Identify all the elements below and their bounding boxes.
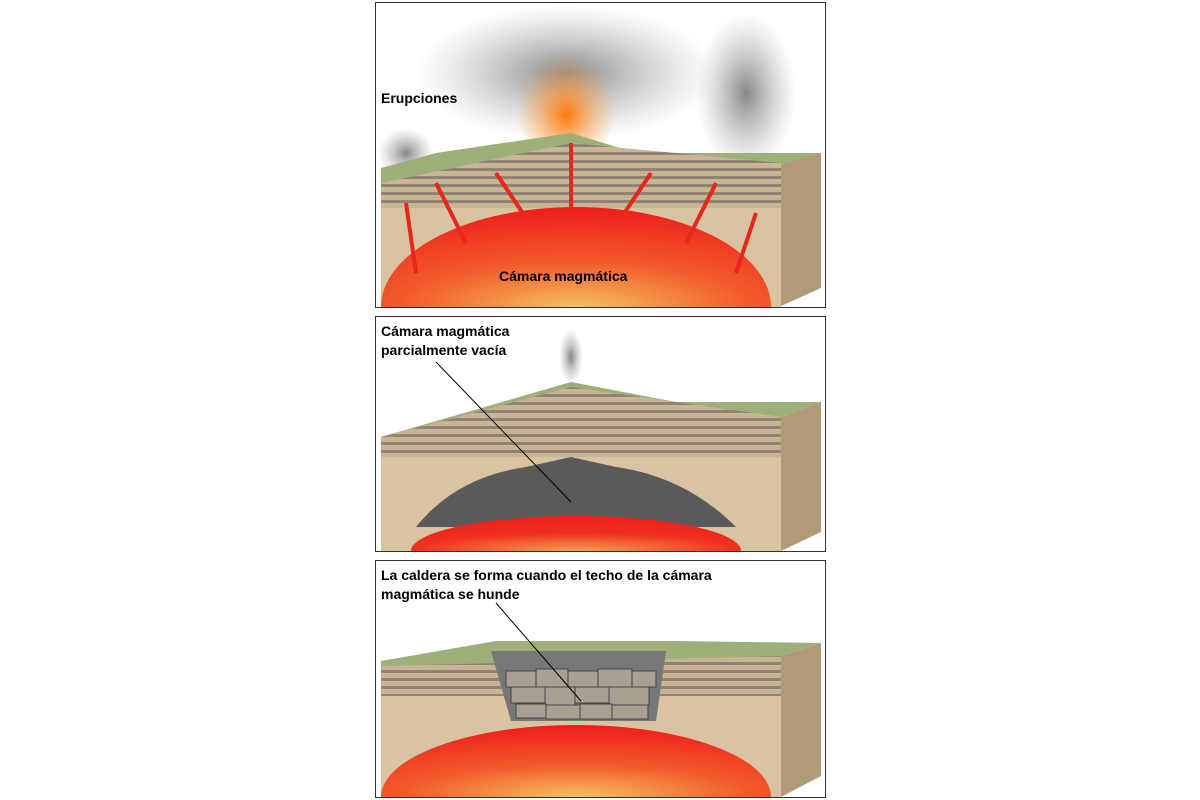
panel-partially-empty: Cámara magmática parcialmente vacía [375, 316, 826, 552]
pointer-line [435, 361, 572, 503]
pointer-line [495, 602, 582, 702]
label-magma-chamber: Cámara magmática [499, 268, 628, 284]
label-caldera-line1: La caldera se forma cuando el techo de l… [381, 567, 712, 583]
panel-caldera: La caldera se forma cuando el techo de l… [375, 560, 826, 798]
label-chamber-line1: Cámara magmática [381, 323, 510, 339]
right-side-face [781, 153, 821, 306]
panel-eruption: Erupciones Cámara magmática [375, 2, 826, 308]
label-chamber-line2: parcialmente vacía [381, 342, 507, 358]
magma-remaining [411, 516, 741, 551]
caldera-illustration [381, 602, 821, 797]
steam-plume [559, 329, 583, 385]
magma-chamber [381, 725, 771, 797]
magma-chamber [381, 207, 771, 307]
strata-layers [381, 387, 781, 462]
label-caldera-line2: magmática se hunde [381, 586, 520, 602]
magma-dikes [404, 143, 758, 274]
partially-empty-illustration [381, 329, 821, 551]
ash-cloud-right [696, 13, 796, 173]
eruption-illustration [378, 5, 821, 307]
right-side-face [781, 402, 821, 551]
label-eruptions: Erupciones [381, 90, 458, 106]
right-side-face [781, 643, 821, 797]
eruption-fire [516, 43, 616, 163]
ground-surface [381, 133, 821, 188]
strata-layers [381, 143, 781, 213]
empty-chamber [416, 457, 736, 527]
collapsed-blocks [505, 668, 657, 720]
